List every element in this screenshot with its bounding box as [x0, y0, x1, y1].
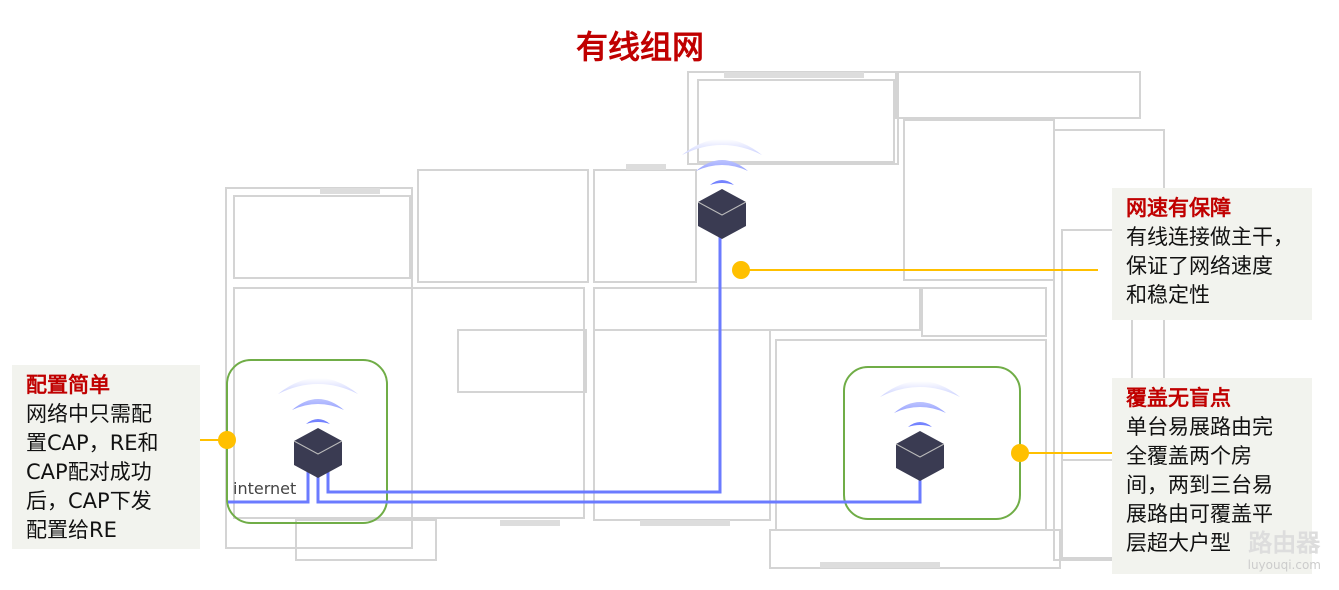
callout-line: 配置给RE: [26, 518, 117, 542]
watermark-logo: 路由器 luyouqi.com: [1248, 523, 1321, 572]
router-center: [682, 139, 762, 239]
callout-dot: [732, 261, 750, 279]
callout-coverage: 覆盖无盲点 单台易展路由完 全覆盖两个房 间，两到三台易 展路由可覆盖平 层超大…: [1112, 378, 1312, 574]
callout-simple-config: 配置简单 网络中只需配 置CAP，RE和 CAP配对成功 后，CAP下发 配置给…: [12, 365, 200, 549]
callout-line: 和稳定性: [1126, 283, 1210, 307]
callout-line: 后，CAP下发: [26, 489, 152, 513]
diagram-title: 有线组网: [575, 28, 704, 66]
callout-line: CAP配对成功: [26, 460, 152, 484]
watermark-name: 路由器: [1248, 529, 1321, 557]
callout-line: 置CAP，RE和: [26, 431, 159, 455]
wifi-icon: [278, 378, 358, 424]
callout-heading: 配置简单: [26, 373, 110, 397]
callout-line: 层超大户型: [1126, 531, 1231, 555]
ethernet-cables: [228, 236, 922, 504]
router-right: [880, 381, 960, 481]
callout-speed: 网速有保障 有线连接做主干， 保证了网络速度 和稳定性: [1112, 188, 1312, 320]
router-left: [278, 378, 358, 478]
wifi-icon: [880, 381, 960, 427]
callout-line: 有线连接做主干，: [1126, 225, 1294, 249]
callout-line: 保证了网络速度: [1126, 254, 1273, 278]
callout-line: 单台易展路由完: [1126, 415, 1273, 439]
internet-label: internet: [233, 479, 297, 498]
callout-heading: 网速有保障: [1126, 196, 1231, 220]
coverage-zone-right: [843, 366, 1021, 520]
callout-heading: 覆盖无盲点: [1126, 386, 1231, 410]
callout-line: 展路由可覆盖平: [1126, 502, 1273, 526]
callout-line: 网络中只需配: [26, 402, 152, 426]
wifi-icon: [682, 139, 762, 185]
watermark-url: luyouqi.com: [1247, 558, 1321, 572]
callout-dot: [218, 431, 236, 449]
callout-line: 间，两到三台易: [1126, 473, 1273, 497]
callout-line: 全覆盖两个房: [1126, 444, 1252, 468]
callout-dot: [1011, 444, 1029, 462]
